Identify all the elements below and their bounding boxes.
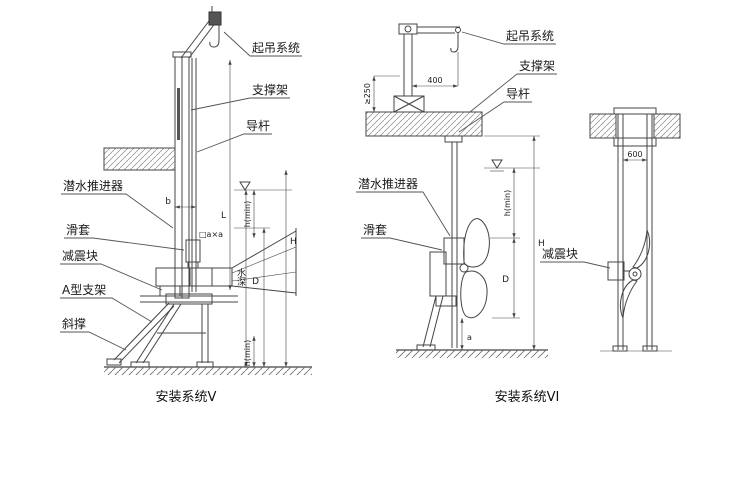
svg-text:起吊系统: 起吊系统 [252,41,300,55]
ground-v [104,366,312,375]
svg-text:支撑架: 支撑架 [252,82,288,97]
support-mast-v [172,51,192,299]
label-brace-v: 斜撑 [60,316,127,351]
dimensions-v: L b □a×a h(min) 水深 D H h(min) [165,60,297,367]
dimensions-vi: ≥250 400 h(min) D H a [363,52,545,350]
hoist-crane-v [180,6,222,59]
svg-text:减震块: 减震块 [542,247,578,261]
svg-text:减震块: 减震块 [62,249,98,263]
label-damper-v: 减震块 [60,249,163,291]
dim-hmin-vi: h(min) [503,190,512,216]
system-v-drawing: L b □a×a h(min) 水深 D H h(min) 起吊系统 支撑架 [60,6,312,405]
propeller-unit-vi [429,218,490,319]
svg-text:支撑架: 支撑架 [519,58,555,73]
svg-text:滑套: 滑套 [66,223,90,237]
label-damper-vi: 减震块 [540,247,611,269]
svg-text:起吊系统: 起吊系统 [506,29,554,43]
dim-400: 400 [427,76,442,85]
wall-slab-v [103,147,176,171]
guide-rod-vi [444,135,463,348]
label-guide-rod-vi: 导杆 [458,87,532,133]
dim-water-depth: 水深 [235,267,246,287]
water-level-v [234,181,292,191]
caption-system-vi: 安装系统VI [495,390,560,405]
svg-text:导杆: 导杆 [246,119,270,133]
label-guide-rod-v: 导杆 [196,119,272,153]
dim-section: □a×a [199,230,223,239]
dim-D-v: D [252,277,259,287]
guide-rod-v [191,58,197,292]
dim-L: L [221,211,226,221]
system-vi-drawing: ≥250 400 h(min) D H a 起吊系统 支撑架 [356,23,681,405]
label-a-frame-v: A型支架 [60,283,153,323]
svg-text:潜水推进器: 潜水推进器 [63,179,123,193]
label-propeller-v: 潜水推进器 [61,179,174,229]
label-propeller-vi: 潜水推进器 [356,177,451,237]
svg-text:潜水推进器: 潜水推进器 [358,177,418,191]
label-lifting-system-v: 起吊系统 [223,31,302,57]
caption-system-v: 安装系统V [156,390,217,405]
a-frame-v [130,293,238,368]
dim-b: b [165,197,171,207]
svg-text:A型支架: A型支架 [62,283,106,297]
diagonal-brace-v [106,302,175,366]
hoist-crane-vi [393,23,461,113]
svg-text:滑套: 滑套 [363,223,387,237]
labels-vi: 起吊系统 支撑架 导杆 潜水推进器 滑套 [356,29,557,251]
svg-text:斜撑: 斜撑 [62,316,86,331]
label-support-frame-v: 支撑架 [190,82,290,111]
dim-hmin-bottom: h(min) [243,340,252,366]
damper-block-vi [607,261,625,281]
label-sleeve-vi: 滑套 [361,223,443,251]
side-view-vi: 600 [589,107,681,352]
dim-a-vi: a [467,333,472,342]
dim-D-vi: D [502,275,509,285]
support-leg-vi [416,295,444,351]
dim-hmin-top: h(min) [243,201,252,227]
dim-H-v: H [290,237,297,247]
dim-H-vi: H [538,239,545,249]
dim-600: 600 [627,150,642,159]
label-support-frame-vi: 支撑架 [469,58,557,113]
water-level-vi [484,159,540,172]
ground-vi [396,349,548,358]
svg-text:导杆: 导杆 [506,87,530,101]
ceiling-slab-vi [365,111,483,137]
label-sleeve-v: 滑套 [64,223,185,251]
label-lifting-system-vi: 起吊系统 [461,29,556,45]
dim-min250: ≥250 [363,83,372,105]
labels-v: 起吊系统 支撑架 导杆 潜水推进器 滑套 减震块 [60,31,302,351]
